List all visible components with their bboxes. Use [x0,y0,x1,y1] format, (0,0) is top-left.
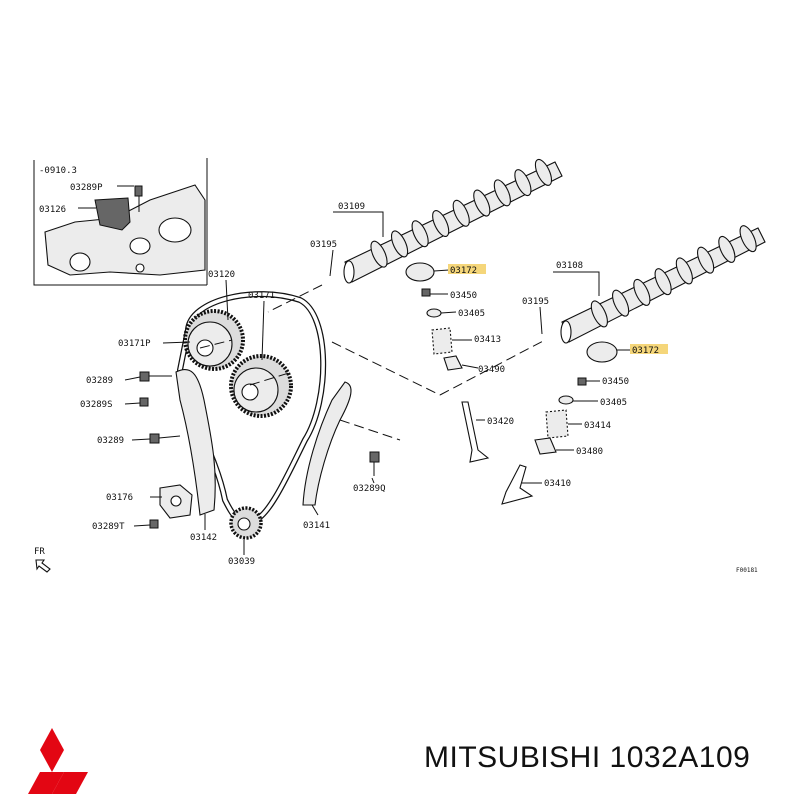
callout-03289S: 03289S [80,400,113,410]
chain-guide-fixed [302,381,352,506]
callout-03420: 03420 [487,417,514,427]
callout-03172b: 03172 [632,346,659,356]
logo-diamond-top [40,728,64,772]
cam-lobe [739,225,757,253]
inset-detail: -0910.3 [33,158,208,286]
cam-lobe [370,240,388,268]
assembly-lines [199,284,546,441]
callout-03195b: 03195 [522,297,549,307]
callout-03410: 03410 [544,479,571,489]
arrow-down-left-icon [35,559,51,573]
callout-03289T: 03289T [92,522,125,532]
direction-label: FR [34,547,45,557]
cam-lobe [452,199,470,227]
cam-lobe [390,230,409,258]
logo-diamond-right [52,772,88,794]
callout-03289P: 03289P [70,183,103,193]
bolts [139,371,380,529]
callout-03195a: 03195 [310,240,337,250]
callout-03141: 03141 [303,521,330,531]
cam-lobe [612,289,630,317]
callout-03120: 03120 [208,270,235,280]
intake-sprocket [229,354,293,418]
chain-tensioner [159,484,193,519]
callout-03405b: 03405 [600,398,627,408]
callout-03413: 03413 [474,335,501,345]
exhaust-sprocket [183,309,245,371]
cam-lobe [654,268,672,296]
callout-03172a: 03172 [450,266,477,276]
cam-lobe [473,189,491,217]
callout-03289b: 03289 [97,436,124,446]
brand-part-number: MITSUBISHI 1032A109 [424,741,751,774]
callout-03490: 03490 [478,365,505,375]
valve-train-lower [501,341,618,505]
front-direction-marker: FR [34,547,51,573]
cam-lobe [534,158,553,186]
cam-lobe [590,300,608,328]
callout-03450a: 03450 [450,291,477,301]
cam-lobe [718,235,736,263]
callout-03450b: 03450 [602,377,629,387]
callout-03142: 03142 [190,533,217,543]
cam-lobe [432,210,450,237]
callout-03289Q: 03289Q [353,484,386,494]
cam-lobe [493,179,511,207]
callout-03171P: 03171P [118,339,151,349]
crank-sprocket [229,506,263,540]
callout-03176: 03176 [106,493,133,503]
callout-03414: 03414 [584,421,611,431]
camshaft-exhaust [343,158,563,284]
cam-lobe [675,257,693,285]
leader-lines [78,185,630,555]
callout-03039: 03039 [228,557,255,567]
cam-lobe [633,278,651,306]
inset-label: -0910.3 [39,166,77,176]
callout-03405a: 03405 [458,309,485,319]
cam-lobe [514,169,532,197]
cam-lobe [697,246,715,274]
chain-guide-lever [175,368,216,516]
callout-03108: 03108 [556,261,583,271]
highlight-03172b [630,344,668,354]
figure-code: F00181 [736,567,758,574]
highlight-03172a [448,264,486,274]
valve-train-upper [405,262,490,463]
cam-lobe [411,220,429,248]
callout-03171: 03171 [248,291,275,301]
callout-03289a: 03289 [86,376,113,386]
timing-chain [176,291,327,525]
camshaft-intake [560,225,766,344]
callout-03126: 03126 [39,205,66,215]
callout-03480: 03480 [576,447,603,457]
callout-03109: 03109 [338,202,365,212]
callout-labels: 03289P 03126 03120 03109 03195 03171 031… [39,183,668,567]
mitsubishi-logo-icon [28,728,88,794]
